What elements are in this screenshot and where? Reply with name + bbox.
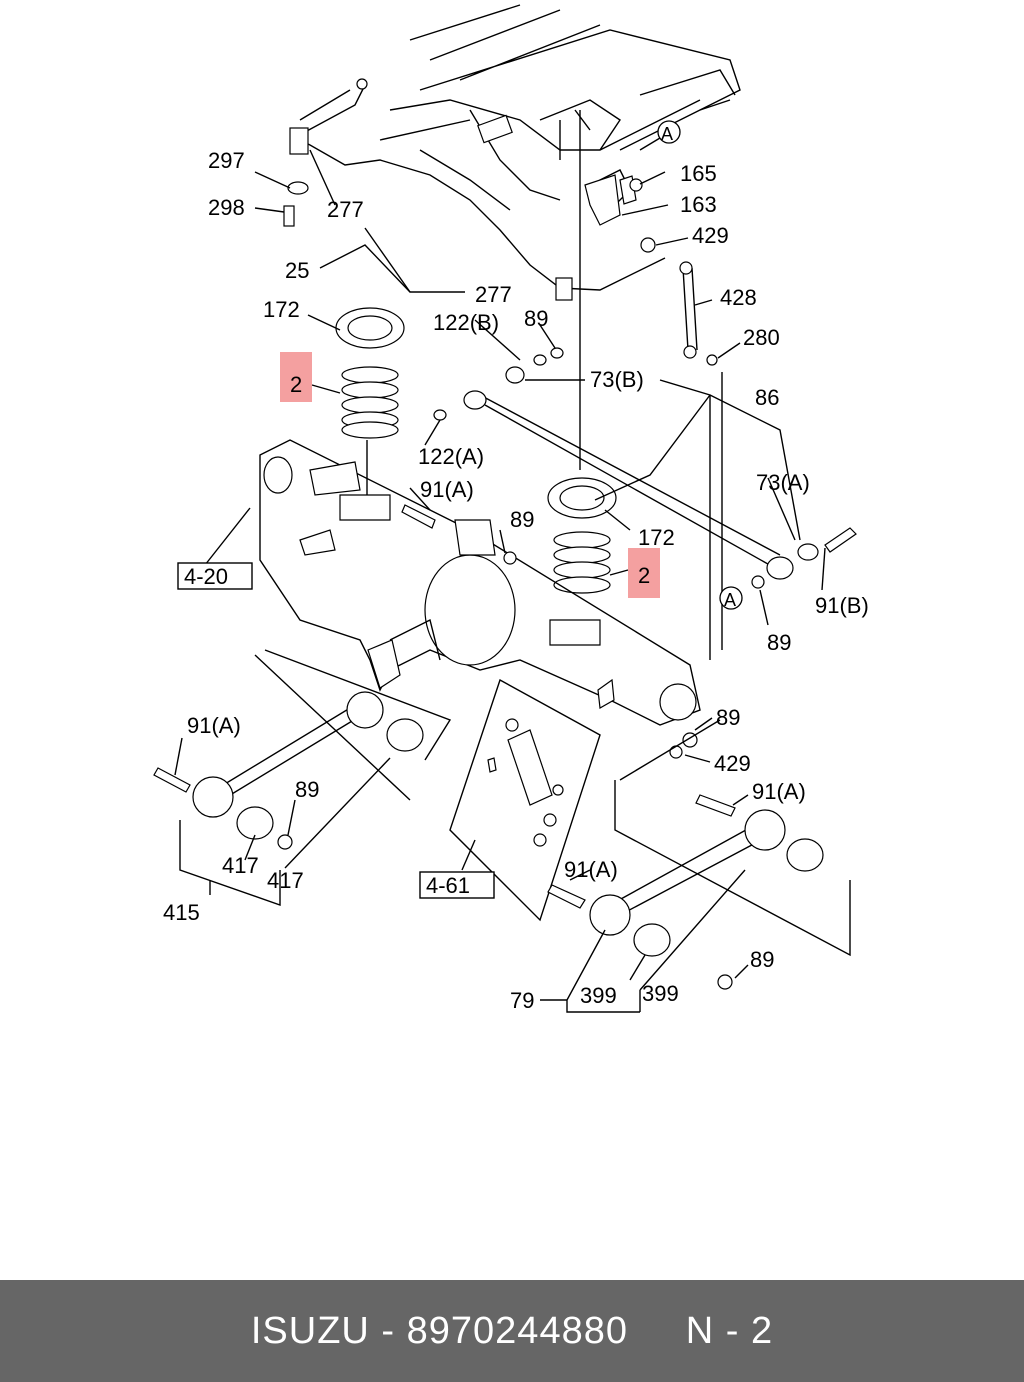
rear-axle-housing [259,439,701,726]
callout-2-left: 2 [290,372,302,397]
callout-89-left: 89 [295,777,319,802]
callout-428: 428 [720,285,757,310]
marker-a-circle-2 [719,586,743,610]
ref-label-4-61[interactable]: 4-61 [426,873,470,898]
callout-91a-right: 91(A) [752,779,806,804]
callout-89-mid: 89 [510,507,534,532]
callout-172-right: 172 [638,525,675,550]
small-fasteners-top [283,174,718,366]
callout-280: 280 [743,325,780,350]
part-number: 8970244880 [406,1309,628,1352]
upper-link-415 [153,649,452,850]
callout-79: 79 [510,988,534,1013]
callout-297: 297 [208,148,245,173]
callout-165: 165 [680,161,717,186]
footer-gap [628,1310,686,1353]
highlight-part-2-left [280,352,312,402]
callout-91b: 91(B) [815,593,869,618]
ref-label-4-20[interactable]: 4-20 [184,564,228,589]
callout-415: 415 [163,900,200,925]
callout-91a-left: 91(A) [187,713,241,738]
callout-86: 86 [755,385,779,410]
callout-91a-lower: 91(A) [564,857,618,882]
callout-89-top: 89 [524,306,548,331]
callout-122a: 122(A) [418,444,484,469]
part-info-footer: ISUZU - 8970244880 N - 2 [0,1280,1024,1382]
callout-277-lower: 277 [475,282,512,307]
lateral-rod [433,347,857,589]
callout-163: 163 [680,192,717,217]
right-coil-spring [547,110,617,646]
callout-91a-upper: 91(A) [420,477,474,502]
callout-399-a: 399 [580,983,617,1008]
callout-89-lower: 89 [750,947,774,972]
lower-link-79 [547,719,851,990]
callout-429-upper: 429 [692,223,729,248]
stabilizer-bar [289,78,666,301]
callout-429-lower: 429 [714,751,751,776]
suspension-exploded-diagram: 297 298 277 25 277 172 2 122(B) 89 73(B)… [153,4,869,1013]
callout-417-a: 417 [222,853,259,878]
callout-122b: 122(B) [433,310,499,335]
callout-89-axle: 89 [716,705,740,730]
callout-25: 25 [285,258,309,283]
callout-89-right: 89 [767,630,791,655]
callout-2-right: 2 [638,563,650,588]
callout-a-2: A [724,590,736,610]
marker-a-circle-1 [657,120,681,144]
highlight-part-2-right [628,548,660,598]
callout-a-1: A [661,124,673,144]
callout-298: 298 [208,195,245,220]
footer-separator: - [369,1309,407,1352]
callout-277-upper: 277 [327,197,364,222]
ref-box-4-61[interactable] [419,871,495,899]
brand-name: ISUZU [250,1309,370,1352]
callout-73b: 73(B) [590,367,644,392]
shock-absorber [449,678,601,922]
diagram-reference: N - 2 [685,1309,774,1352]
leader-lines [174,137,826,1013]
callout-73a: 73(A) [756,470,810,495]
ref-box-4-20[interactable] [177,562,253,590]
callout-417-b: 417 [267,868,304,893]
left-coil-spring [335,307,405,521]
callout-172-left: 172 [263,297,300,322]
callout-399-b: 399 [642,981,679,1006]
